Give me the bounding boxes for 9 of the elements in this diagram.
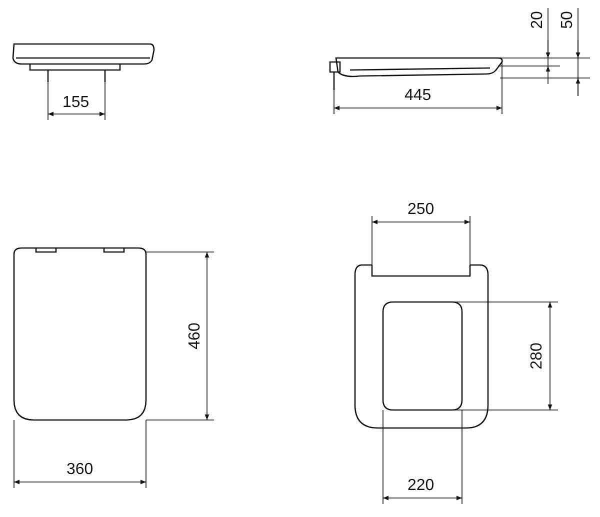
dimension-label: 250 <box>408 202 434 218</box>
dimension-label: 460 <box>186 322 203 350</box>
dimension-label: 280 <box>528 342 545 370</box>
dimension-label: 155 <box>62 95 90 111</box>
dimension-label: 360 <box>66 462 94 478</box>
dimension-label: 20 <box>530 11 546 29</box>
dimension-label: 220 <box>408 478 434 494</box>
dimension-label: 445 <box>404 88 432 104</box>
dimension-label: 50 <box>560 11 576 29</box>
